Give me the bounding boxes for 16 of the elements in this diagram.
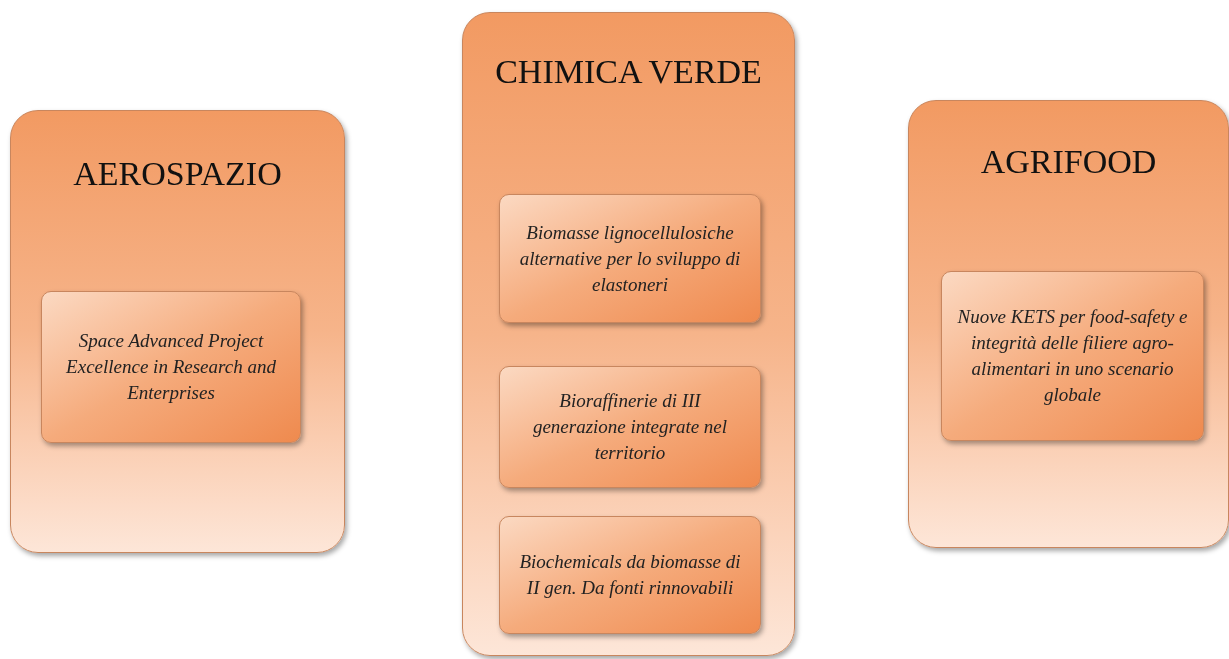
- project-description: Biochemicals da biomasse di II gen. Da fonti rinnovabili: [518, 550, 742, 600]
- project-description: Space Advanced Project Excellence in Research and Enterprises: [65, 329, 277, 405]
- project-box: [499, 366, 761, 488]
- panel-title: AEROSPAZIO: [72, 154, 283, 194]
- project-box: [941, 271, 1204, 441]
- category-panel: [908, 100, 1229, 548]
- category-panel: [462, 12, 795, 656]
- panel-title: CHIMICA VERDE: [494, 52, 763, 92]
- project-box: [499, 194, 761, 323]
- project-box: [41, 291, 301, 443]
- project-description: Biomasse lignocellulosiche alternative per lo sviluppo di elastoneri: [518, 220, 742, 297]
- panel-title: AGRIFOOD: [979, 142, 1158, 182]
- project-description: Bioraffinerie di III generazione integrate nel territorio: [531, 389, 729, 465]
- project-description: Nuove KETS per food-safety e integrità delle filiere agro-alimentari in uno scenario globale: [956, 305, 1189, 407]
- category-panel: [10, 110, 345, 553]
- project-box: [499, 516, 761, 634]
